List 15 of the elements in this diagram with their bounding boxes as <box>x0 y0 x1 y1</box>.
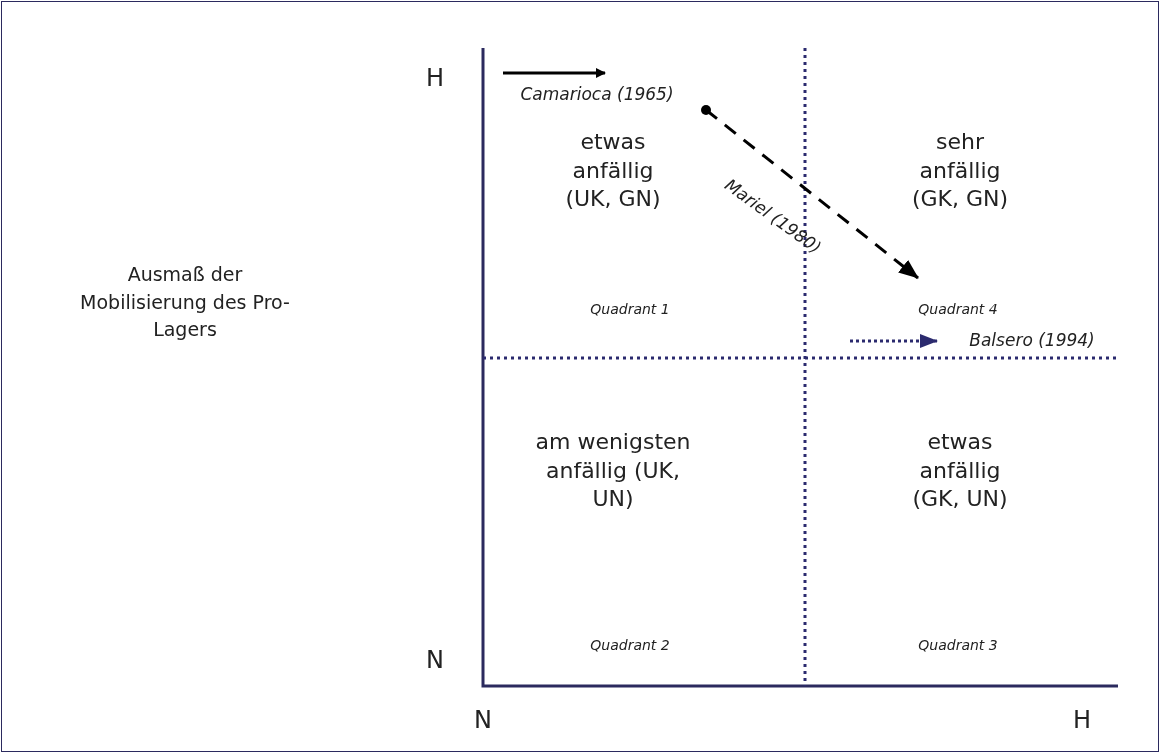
quadrant-label: etwas anfällig (GK, UN) <box>911 428 1009 514</box>
axis-tick-label: H <box>1073 705 1091 736</box>
quadrant-label: etwas anfällig (UK, GN) <box>564 128 662 214</box>
event-label: Balsero (1994) <box>969 329 1095 352</box>
axis-tick-label: H <box>426 63 444 94</box>
axis-tick-label: N <box>474 705 492 736</box>
event-label: Camarioca (1965) <box>520 83 674 106</box>
quadrant-number: Quadrant 2 <box>590 636 670 655</box>
quadrant-label: am wenigsten anfällig (UK, UN) <box>534 428 692 514</box>
axis-tick-label: N <box>426 645 444 676</box>
quadrant-number: Quadrant 4 <box>918 300 998 319</box>
quadrant-label: sehr anfällig (GK, GN) <box>910 128 1010 214</box>
quadrant-number: Quadrant 3 <box>918 636 998 655</box>
axis-title: Ausmaß der Mobilisierung des Pro-Lagers <box>79 262 291 343</box>
quadrant-number: Quadrant 1 <box>590 300 670 319</box>
